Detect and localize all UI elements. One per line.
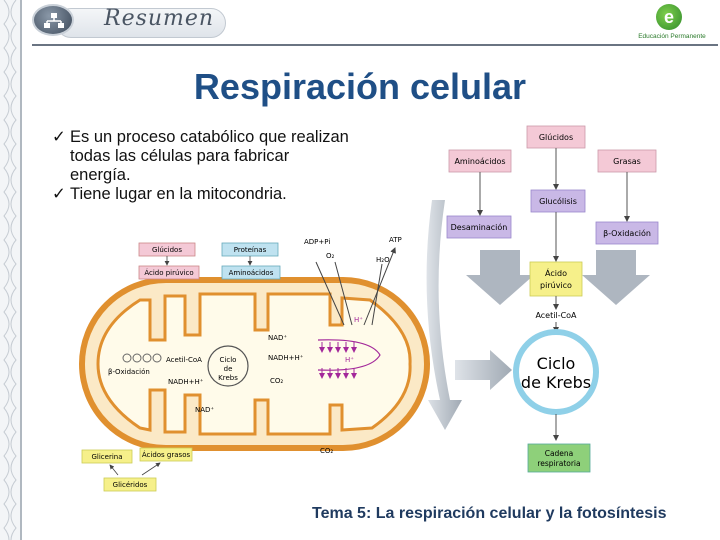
big-arrow-down-1	[466, 250, 534, 305]
inner-membrane	[96, 292, 412, 436]
svg-text:Ácido pirúvico: Ácido pirúvico	[144, 268, 193, 277]
brand-logo: e Educación Permanente	[630, 4, 714, 44]
flow-box-piruvico	[529, 261, 583, 297]
bullet-text: Es un proceso catabólico que realizan to…	[70, 128, 349, 184]
bullet-list: ✓ Es un proceso catabólico que realizan …	[52, 128, 352, 204]
mito-box-glicerina	[81, 449, 133, 464]
header-divider	[32, 44, 718, 46]
svg-text:Glucólisis: Glucólisis	[539, 196, 577, 206]
beta-oxidation-spiral	[122, 353, 162, 363]
flow-krebs-circle	[513, 329, 599, 415]
krebs-label-2: de	[224, 365, 233, 373]
mito-box-piruvico	[138, 265, 200, 280]
mito-nadh: NADH+H⁺	[268, 354, 304, 362]
mito-atp: ATP	[389, 236, 402, 244]
bullet-text: Tiene lugar en la mitocondria.	[70, 185, 287, 203]
svg-text:Glicéridos: Glicéridos	[113, 481, 148, 489]
header-title: Resumen	[104, 6, 215, 31]
mito-o2: O₂	[326, 252, 335, 260]
flow-ciclo-1: Ciclo	[537, 354, 576, 373]
svg-text:Ácido: Ácido	[545, 267, 567, 278]
krebs-label-3: Krebs	[218, 374, 238, 382]
krebs-cycle-circle	[207, 345, 249, 387]
mito-acetil: Acetil-CoA	[166, 356, 202, 364]
krebs-label-1: Ciclo	[220, 356, 237, 364]
mito-hplus-2: H⁺	[345, 356, 354, 364]
brand-e-icon: e	[656, 4, 682, 30]
mito-h2o: H₂O	[376, 256, 390, 264]
brand-name: Educación Permanente	[638, 33, 706, 40]
svg-text:Aminoácidos: Aminoácidos	[454, 157, 505, 166]
sitemap-icon	[32, 4, 74, 36]
bullet-item: ✓ Tiene lugar en la mitocondria.	[52, 185, 352, 204]
svg-text:Grasas: Grasas	[613, 157, 641, 166]
decorative-left-border	[0, 0, 22, 540]
svg-text:Glúcidos: Glúcidos	[152, 246, 182, 254]
svg-text:pirúvico: pirúvico	[540, 281, 572, 290]
svg-text:Desaminación: Desaminación	[451, 222, 508, 232]
svg-text:Glúcidos: Glúcidos	[539, 133, 573, 142]
big-arrow-mid	[455, 350, 512, 390]
mito-co2a: CO₂	[270, 377, 283, 385]
mito-nad-a: NAD⁺	[268, 334, 287, 342]
flow-box-desaminacion	[446, 215, 512, 239]
header-banner	[56, 8, 226, 38]
flow-ciclo-2: de Krebs	[521, 373, 591, 392]
mito-co2b: CO₂	[320, 447, 333, 455]
svg-text:Proteínas: Proteínas	[234, 246, 267, 254]
big-arrow-left	[426, 200, 462, 430]
mito-hplus-1: H⁺	[354, 316, 363, 324]
electron-transport-arrows	[319, 342, 357, 379]
mito-beta: β-Oxidación	[108, 368, 150, 376]
mito-nad-b: NAD⁺	[195, 406, 214, 414]
mito-box-gliceridos	[103, 477, 157, 492]
checkmark-icon: ✓	[52, 128, 66, 146]
mito-box-aminoacidos	[221, 265, 281, 280]
flow-box-glucolisis	[530, 189, 586, 213]
svg-text:Aminoácidos: Aminoácidos	[229, 269, 274, 277]
svg-text:β-Oxidación: β-Oxidación	[603, 228, 651, 238]
slide-footer: Tema 5: La respiración celular y la foto…	[312, 505, 667, 522]
big-arrow-down-2	[582, 250, 650, 305]
svg-text:Glicerina: Glicerina	[91, 453, 122, 461]
svg-text:Ácidos grasos: Ácidos grasos	[142, 450, 191, 459]
flow-box-cadena	[527, 443, 591, 473]
slide-title: Respiración celular	[193, 66, 527, 107]
electron-transport-arc	[317, 339, 381, 371]
mito-adp: ADP+Pi	[304, 238, 330, 246]
svg-text:Cadena: Cadena	[545, 449, 574, 458]
flow-acetil: Acetil-CoA	[535, 311, 577, 320]
bullet-item: ✓ Es un proceso catabólico que realizan …	[52, 128, 352, 185]
mito-box-acidos-grasos	[139, 447, 193, 462]
mito-nadh2: NADH+H⁺	[168, 378, 204, 386]
slide-header: Resumen e Educación Permanente	[26, 0, 720, 48]
checkmark-icon: ✓	[52, 185, 66, 203]
svg-text:respiratoria: respiratoria	[537, 459, 580, 468]
flow-box-beta	[595, 221, 659, 245]
